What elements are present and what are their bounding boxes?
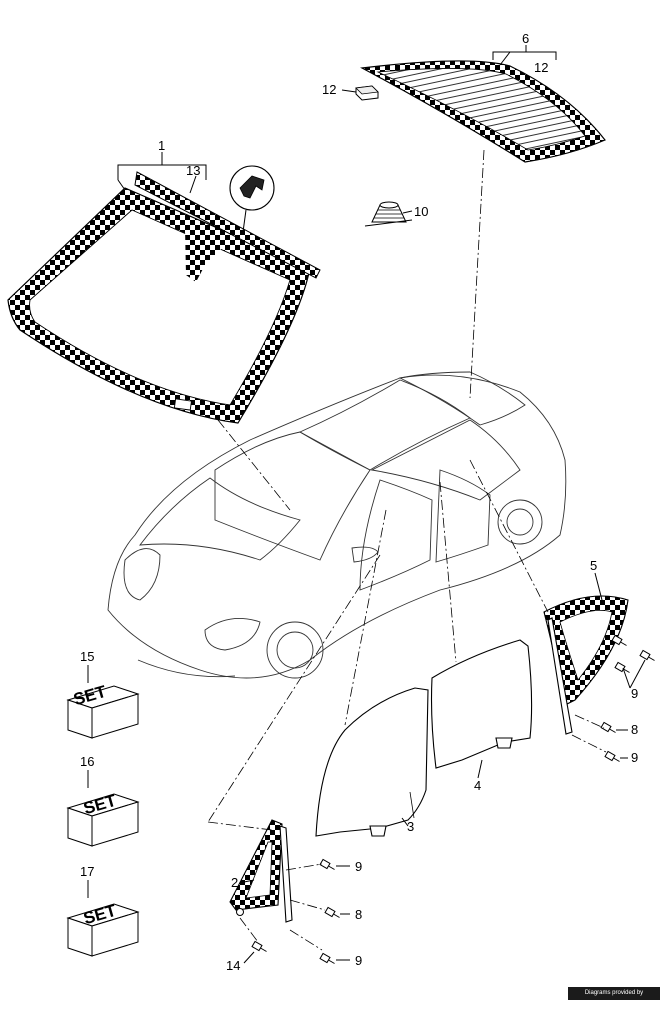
rear-window-glass[interactable] <box>360 60 606 163</box>
callout-10[interactable]: 10 <box>414 204 428 219</box>
callout-5[interactable]: 5 <box>590 558 597 573</box>
callout-8a[interactable]: 8 <box>631 722 638 737</box>
callout-9c[interactable]: 9 <box>355 859 362 874</box>
screw-icon-8[interactable] <box>319 952 336 966</box>
rear-quarter-glass[interactable] <box>543 595 629 735</box>
callout-2[interactable]: 2 <box>231 875 238 890</box>
screw-icon-5[interactable] <box>604 750 621 764</box>
car-body-outline <box>107 371 567 679</box>
callout-9b[interactable]: 9 <box>631 750 638 765</box>
callout-4[interactable]: 4 <box>474 778 481 793</box>
callout-16[interactable]: 16 <box>80 754 94 769</box>
kit-box-17[interactable]: SET <box>66 901 140 957</box>
callout-9d[interactable]: 9 <box>355 953 362 968</box>
screw-icon-1[interactable] <box>611 634 628 648</box>
rubber-grommet[interactable] <box>364 201 413 227</box>
rear-window-clip[interactable] <box>355 85 379 101</box>
rear-door-glass[interactable] <box>430 639 533 769</box>
kit-box-15[interactable]: SET <box>66 682 140 739</box>
callout-12b[interactable]: 12 <box>322 82 336 97</box>
callout-14[interactable]: 14 <box>226 958 240 973</box>
callout-3[interactable]: 3 <box>407 819 414 834</box>
callout-15[interactable]: 15 <box>80 649 94 664</box>
front-door-glass[interactable] <box>315 687 429 837</box>
windshield-glass[interactable] <box>7 187 311 424</box>
screw-icon-7[interactable] <box>324 906 341 920</box>
credit-label: Diagrams provided by catalogs.parts <box>568 987 660 1009</box>
leader-lines <box>87 45 646 964</box>
kit-box-16[interactable]: SET <box>66 791 140 847</box>
windshield-upper-strip[interactable] <box>134 171 321 279</box>
clip-detail-icon <box>229 165 275 233</box>
screw-icon-2[interactable] <box>639 649 656 663</box>
front-quarter-glass[interactable] <box>229 819 293 923</box>
callout-1[interactable]: 1 <box>158 138 165 153</box>
callout-13[interactable]: 13 <box>186 163 200 178</box>
callout-6[interactable]: 6 <box>522 31 529 46</box>
callout-9a[interactable]: 9 <box>631 686 638 701</box>
callout-12a[interactable]: 12 <box>534 60 548 75</box>
screw-icon-4[interactable] <box>600 721 617 735</box>
screw-icon-6[interactable] <box>319 858 336 872</box>
callout-17[interactable]: 17 <box>80 864 94 879</box>
guide-lines <box>207 149 607 951</box>
screw-icon-9[interactable] <box>251 940 268 954</box>
callout-8b[interactable]: 8 <box>355 907 362 922</box>
